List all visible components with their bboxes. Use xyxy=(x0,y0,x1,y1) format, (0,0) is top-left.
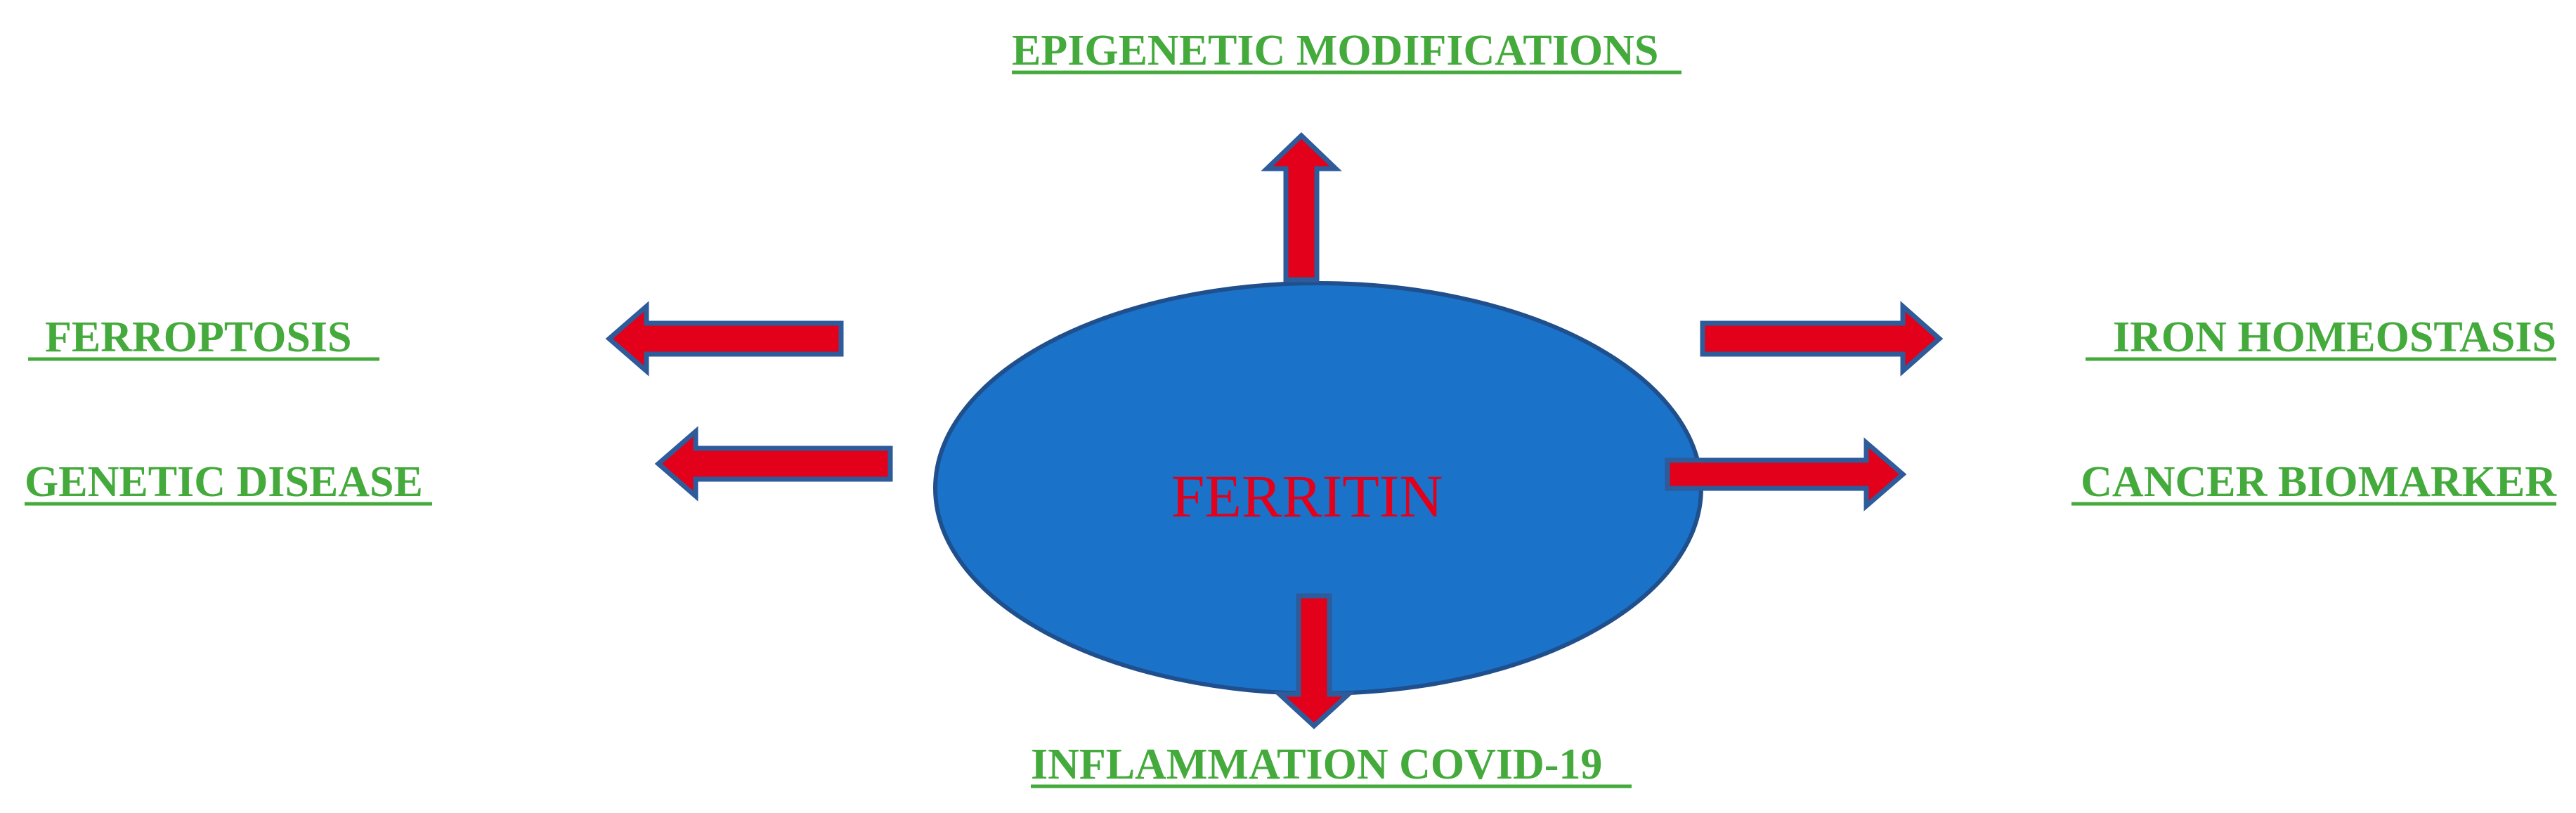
arrow-left-upper xyxy=(605,301,844,377)
arrow-left-lower xyxy=(654,426,893,502)
arrow-right-upper xyxy=(1700,301,1944,377)
center-label: FERRITIN xyxy=(1171,462,1443,530)
label-epigenetic-modifications: EPIGENETIC MODIFICATIONS xyxy=(1012,27,1658,74)
label-ferroptosis: FERROPTOSIS xyxy=(45,313,351,361)
label-genetic-disease: GENETIC DISEASE xyxy=(25,458,423,506)
arrow-right-lower xyxy=(1665,437,1907,512)
label-inflammation-covid-19: INFLAMMATION COVID-19 xyxy=(1031,741,1602,788)
arrow-up xyxy=(1261,132,1342,282)
label-cancer-biomarker: CANCER BIOMARKER xyxy=(2081,458,2557,506)
arrow-down xyxy=(1273,593,1355,729)
label-iron-homeostasis: IRON HOMEOSTASIS xyxy=(2113,313,2556,361)
